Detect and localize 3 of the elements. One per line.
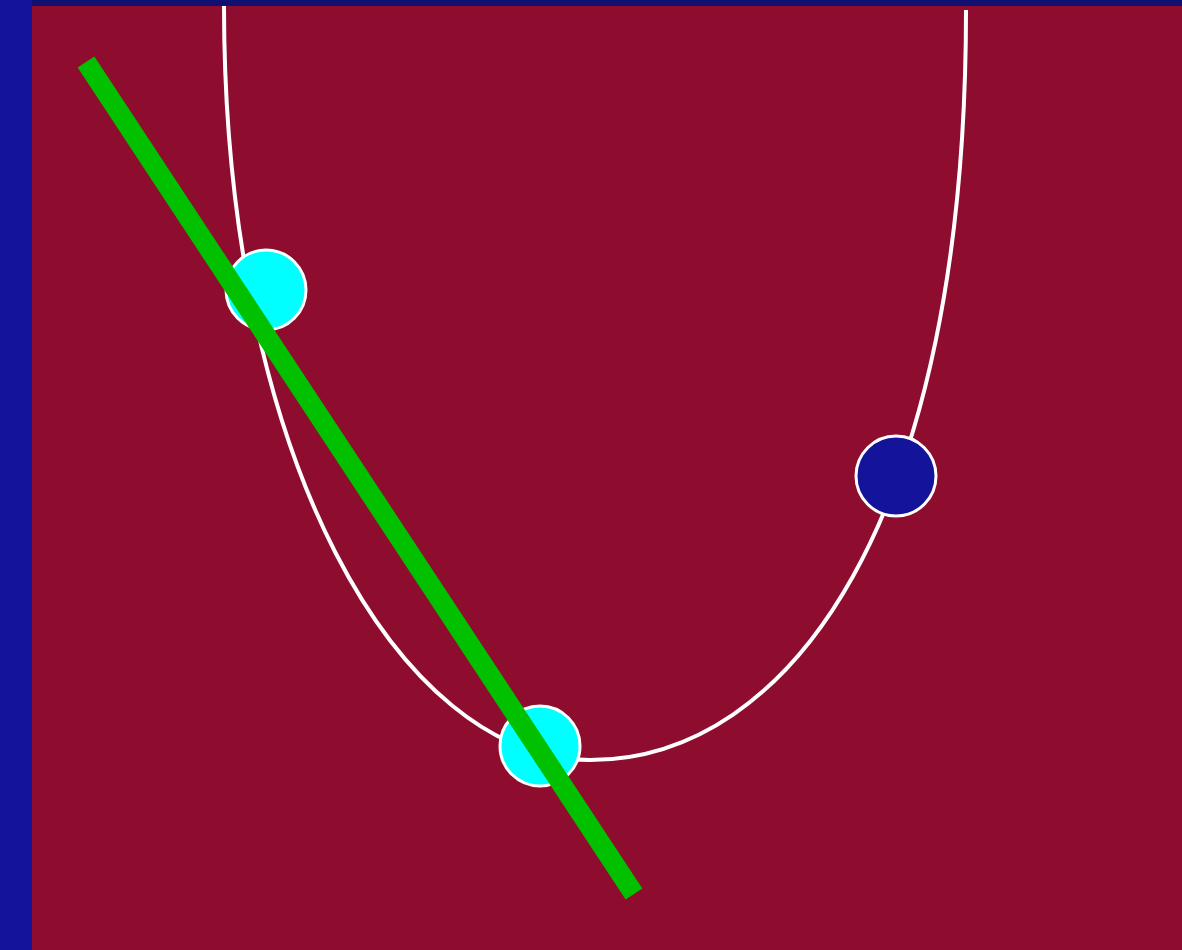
point-marker (498, 704, 582, 788)
point-marker (224, 248, 308, 332)
point-marker (854, 434, 938, 518)
